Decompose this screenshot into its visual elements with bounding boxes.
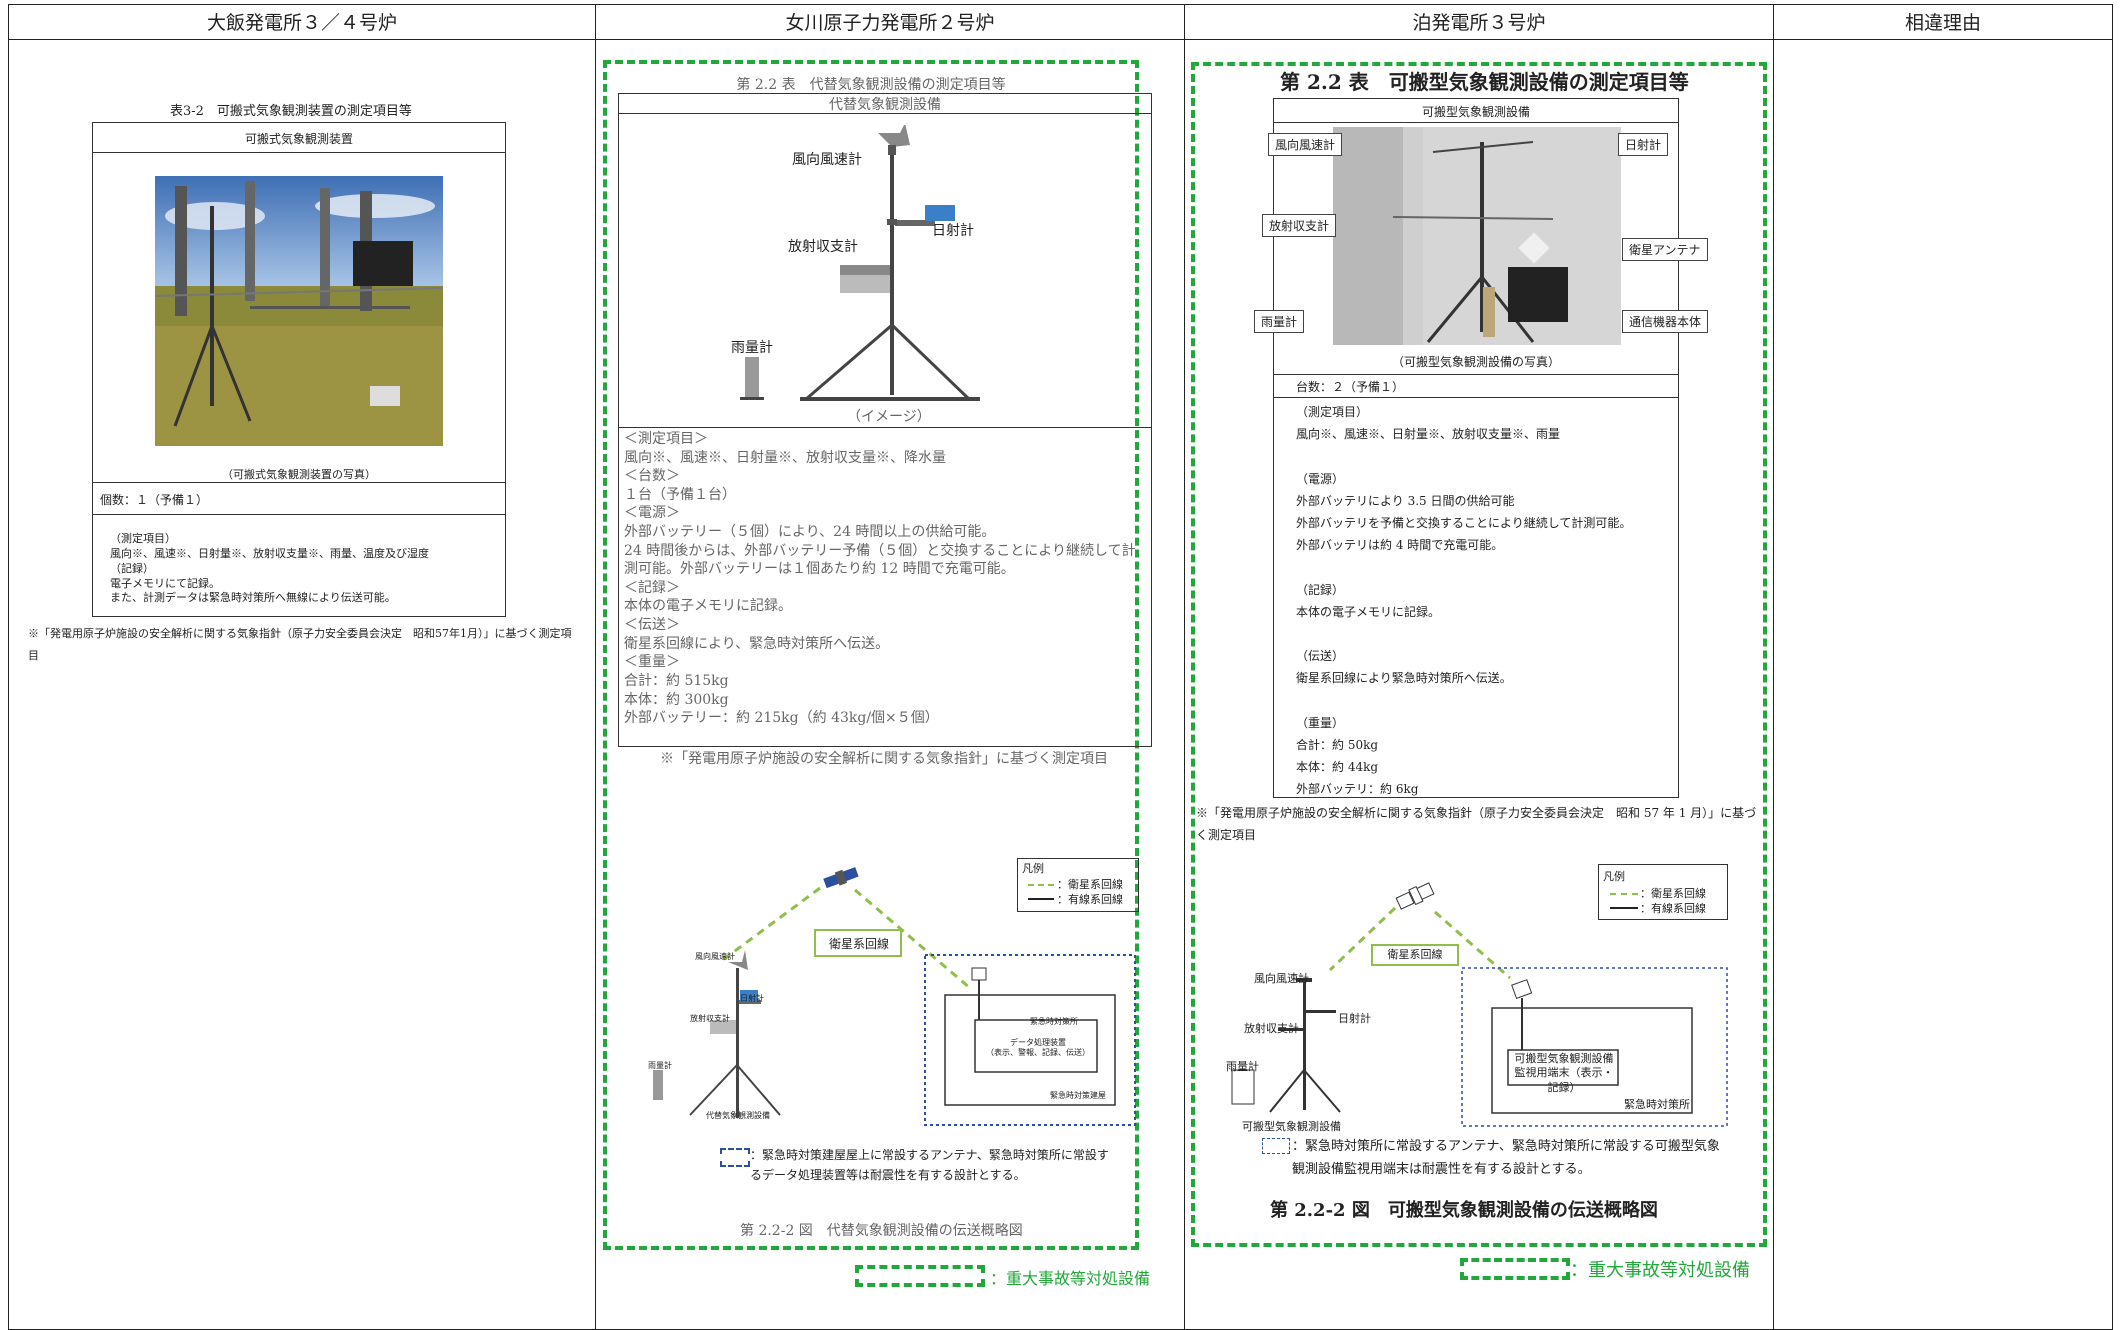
onagawa-sa-legend-text: ：重大事故等対処設備 [990,1265,1150,1289]
onagawa-small-solar: 日射計 [740,993,764,1004]
ohi-device-photo [155,176,443,446]
onagawa-footnote: ※「発電用原子炉施設の安全解析に関する気象指針」に基づく測定項目 [660,748,1108,768]
tomari-legend-wire: ：有線系回線 [1640,900,1706,916]
tomari-lbl-rad: 放射収支計 [1262,214,1336,237]
ohi-footnote: ※「発電用原子炉施設の安全解析に関する気象指針（原子力安全委員会決定 昭和57年… [28,623,573,667]
tomari-legend-title: 凡例 [1603,868,1625,884]
header-reason: 相違理由 [1773,4,2113,40]
onagawa-small-device: 代替気象観測設備 [706,1110,770,1121]
tomari-spec-text: （測定項目） 風向※、風速※、日射量※、放射収支量※、雨量 （電源） 外部バッテ… [1296,401,1676,800]
onagawa-small-wind: 風向風速計 [695,951,735,962]
tomari-table-title: 第 2.2 表 可搬型気象観測設備の測定項目等 [1280,66,1689,95]
onagawa-small-rain: 雨量計 [648,1060,672,1071]
tomari-building-label: 緊急時対策所 [1624,1096,1690,1112]
tomari-seismic-note: ：緊急時対策所に常設するアンテナ、緊急時対策所に常設する可搬型気象観測設備監視用… [1292,1135,1722,1182]
onagawa-table-title: 第 2.2 表 代替気象観測設備の測定項目等 [616,74,1126,94]
onagawa-label-solar: 日射計 [932,220,974,240]
tomari-small-solar: 日射計 [1338,1010,1371,1026]
tomari-lbl-comm: 通信機器本体 [1622,310,1708,333]
onagawa-seismic-note: ：緊急時対策建屋屋上に常設するアンテナ、緊急時対策所に常設するデータ処理装置等は… [750,1145,1120,1186]
tomari-device-photo [1333,127,1621,345]
onagawa-legend-wire: ：有線系回線 [1057,891,1123,907]
tomari-sa-legend-text: ：重大事故等対処設備 [1570,1256,1750,1282]
onagawa-data-proc: データ処理装置 （表示、警報、記録、伝送） [980,1038,1096,1059]
tomari-small-wind: 風向風速計 [1254,970,1309,986]
tomari-sa-legend-box [1460,1258,1570,1280]
tomari-fig-caption: 第 2.2-2 図 可搬型気象観測設備の伝送概略図 [1270,1196,1658,1222]
ohi-device-name: 可搬式気象観測装置 [92,130,506,147]
onagawa-equipment-image [700,125,1040,415]
tomari-small-rain: 雨量計 [1226,1058,1259,1074]
onagawa-device-name: 代替気象観測設備 [618,94,1152,114]
ohi-items: （測定項目） 風向※、風速※、日射量※、放射収支量※、雨量、温度及び湿度 （記録… [110,532,500,606]
onagawa-sa-legend-box [855,1265,985,1287]
tomari-small-rad: 放射収支計 [1244,1020,1299,1036]
column-reason [1773,39,2113,1330]
onagawa-image-caption: （イメージ） [847,406,931,426]
onagawa-seismic-box [720,1148,750,1167]
header-ohi: 大飯発電所３／４号炉 [8,4,596,40]
onagawa-fig-caption: 第 2.2-2 図 代替気象観測設備の伝送概略図 [740,1220,1023,1240]
ohi-table-title: 表3-2 可搬式気象観測装置の測定項目等 [170,100,412,119]
tomari-terminal: 可搬型気象観測設備 監視用端末（表示・記録） [1510,1052,1618,1095]
ohi-count: 個数：１（予備１） [100,491,208,508]
tomari-device-name: 可搬型気象観測設備 [1273,103,1679,120]
tomari-lbl-rain: 雨量計 [1254,310,1304,333]
onagawa-label-rain: 雨量計 [731,337,773,357]
tomari-footnote: ※「発電用原子炉施設の安全解析に関する気象指針（原子力安全委員会決定 昭和 57… [1196,802,1764,846]
tomari-photo-caption: （可搬型気象観測設備の写真） [1273,353,1679,370]
tomari-lbl-solar: 日射計 [1618,133,1668,156]
header-tomari: 泊発電所３号炉 [1184,4,1774,40]
onagawa-legend-title: 凡例 [1022,860,1044,876]
tomari-sat-line-label: 衛星系回線 [1372,946,1458,962]
tomari-count: 台数：２（予備１） [1296,378,1404,395]
onagawa-building-label: 緊急時対策所 [1030,1016,1078,1027]
tomari-legend-sat: ：衛星系回線 [1640,885,1706,901]
tomari-lbl-wind: 風向風速計 [1268,133,1342,156]
onagawa-label-wind: 風向風速計 [792,149,862,169]
tomari-seismic-box [1262,1138,1290,1154]
onagawa-building-outer: 緊急時対策建屋 [1050,1090,1106,1101]
onagawa-label-radiation: 放射収支計 [788,236,858,256]
onagawa-spec-text: ＜測定項目＞ 風向※、風速※、日射量※、放射収支量※、降水量 ＜台数＞ １台（予… [624,430,1144,728]
tomari-lbl-antenna: 衛星アンテナ [1622,238,1708,261]
onagawa-small-rad: 放射収支計 [690,1013,730,1024]
onagawa-sat-line-label: 衛星系回線 [816,935,902,952]
ohi-photo-caption: （可搬式気象観測装置の写真） [92,466,506,482]
tomari-small-device: 可搬型気象観測設備 [1242,1118,1341,1134]
onagawa-legend-sat: ：衛星系回線 [1057,876,1123,892]
header-onagawa: 女川原子力発電所２号炉 [595,4,1185,40]
